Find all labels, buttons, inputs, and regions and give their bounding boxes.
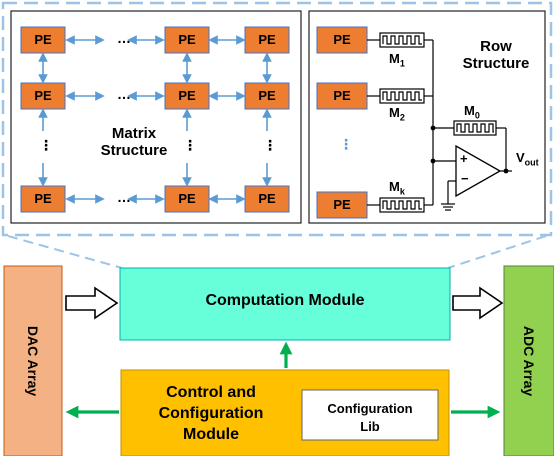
pe-label: PE xyxy=(178,88,196,103)
computation-to-adc-arrow xyxy=(452,286,504,320)
pe-block xyxy=(316,191,368,219)
zoom-line-right xyxy=(447,235,547,269)
pe-block xyxy=(244,82,290,110)
pe-label: PE xyxy=(258,191,276,206)
matrix-v-arrows xyxy=(38,52,272,187)
green-arrows xyxy=(65,341,501,419)
pe-label: PE xyxy=(178,32,196,47)
zoom-line-left xyxy=(7,235,123,269)
configuration-lib-label: Configuration Lib xyxy=(327,401,413,434)
label-m0: M0 xyxy=(464,103,480,121)
matrix-pe-grid xyxy=(20,26,290,213)
pe-label: PE xyxy=(333,88,351,103)
ellipsis-vertical: ⋮ xyxy=(39,137,53,153)
pe-block xyxy=(316,26,368,54)
computation-module-label: Computation Module xyxy=(205,292,365,309)
row-wires xyxy=(367,39,512,211)
pe-label: PE xyxy=(34,88,52,103)
control-module-label: Control and Configuration Module xyxy=(158,384,264,443)
pe-label: PE xyxy=(34,191,52,206)
row-structure-title: Row Structure xyxy=(462,38,530,73)
pe-block xyxy=(164,185,210,213)
dac-array-block xyxy=(3,265,63,456)
pe-label: PE xyxy=(178,191,196,206)
pe-label: PE xyxy=(258,88,276,103)
pe-label: PE xyxy=(333,32,351,47)
row-pe-column xyxy=(316,26,368,219)
pe-block xyxy=(316,82,368,110)
pe-label: PE xyxy=(333,197,351,212)
op-amp-minus: − xyxy=(461,171,469,186)
ellipsis-vertical: ⋮ xyxy=(263,137,277,153)
memristor-m0 xyxy=(453,120,497,136)
ellipsis-vertical: ⋮ xyxy=(183,137,197,153)
ellipsis-horizontal: … xyxy=(117,189,131,205)
pe-label: PE xyxy=(258,32,276,47)
matrix-h-arrows xyxy=(65,35,246,204)
label-vout: Vout xyxy=(516,150,539,168)
memristors xyxy=(379,32,497,213)
dac-to-computation-arrow xyxy=(65,286,119,320)
pe-block xyxy=(244,185,290,213)
ellipsis-horizontal: … xyxy=(117,86,131,102)
dashed-frame xyxy=(1,1,553,237)
matrix-structure-title: Matrix Structure xyxy=(100,125,168,160)
adc-array-block xyxy=(503,265,554,456)
pe-label: PE xyxy=(34,32,52,47)
ellipsis-horizontal: … xyxy=(117,30,131,46)
pe-block xyxy=(164,26,210,54)
ellipsis-vertical: ⋮ xyxy=(339,136,353,152)
computation-module xyxy=(119,267,451,341)
configuration-lib xyxy=(301,389,439,441)
label-mk: Mk xyxy=(389,179,405,197)
adc-array-label: ADC Array xyxy=(521,325,537,397)
pe-block xyxy=(164,82,210,110)
pe-block xyxy=(20,82,66,110)
pe-block xyxy=(20,26,66,54)
op-amp-plus: + xyxy=(460,151,468,166)
label-m1: M1 xyxy=(389,51,405,69)
op-amp-symbol xyxy=(455,144,502,198)
dac-array-label: DAC Array xyxy=(25,325,41,397)
junction-dots xyxy=(430,125,509,174)
pe-block xyxy=(20,185,66,213)
label-m2: M2 xyxy=(389,105,405,123)
